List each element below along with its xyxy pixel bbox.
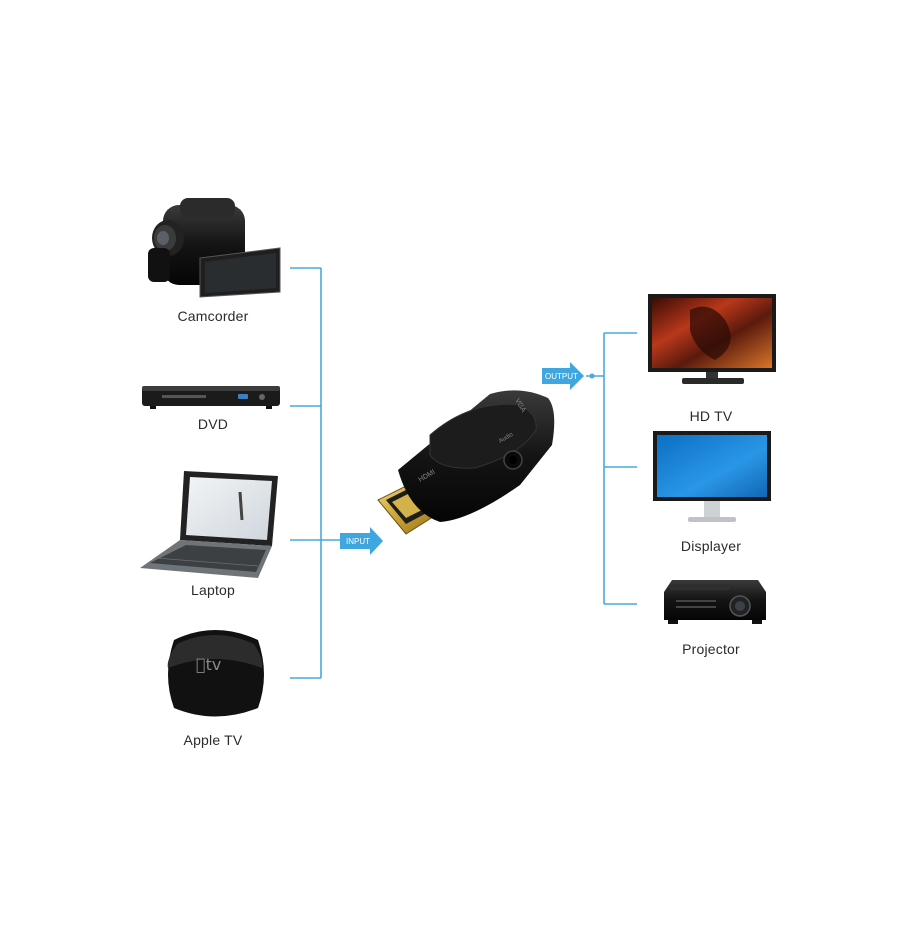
output-arrow: OUTPUT <box>542 362 584 390</box>
svg-text:tv: tv <box>196 655 221 674</box>
input-arrow: INPUT <box>340 527 383 555</box>
source-label-apple-tv: Apple TV <box>183 732 243 748</box>
camcorder-icon <box>148 198 281 298</box>
source-label-dvd: DVD <box>197 416 229 432</box>
monitor-icon <box>653 431 771 522</box>
apple-tv-icon: tv <box>167 630 264 717</box>
hd-tv-icon <box>648 294 776 384</box>
projector-icon <box>664 580 766 624</box>
output-label-projector: Projector <box>682 641 740 657</box>
dvd-player-icon <box>142 386 280 409</box>
output-arrow-label: OUTPUT <box>545 372 578 381</box>
hdmi-to-vga-adapter: HDMI Audio VGA <box>377 390 555 535</box>
input-connector-lines <box>290 267 340 679</box>
output-label-hd-tv: HD TV <box>689 408 733 424</box>
source-label-camcorder: Camcorder <box>177 308 249 324</box>
output-junction-dot <box>589 373 595 379</box>
laptop-icon <box>140 471 278 578</box>
input-arrow-label: INPUT <box>346 537 370 546</box>
output-label-displayer: Displayer <box>680 538 742 554</box>
source-label-laptop: Laptop <box>190 582 236 598</box>
output-connector-lines <box>586 332 637 605</box>
